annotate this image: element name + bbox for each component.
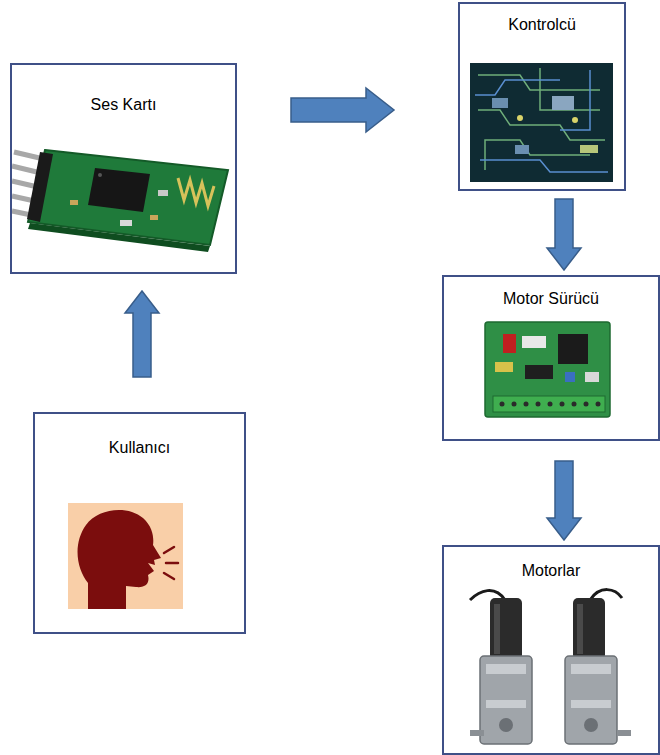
controller-pcb-picture-part-part <box>480 160 608 172</box>
motor-driver-picture-part <box>485 322 610 417</box>
process-box: Ses Kartı <box>10 63 237 274</box>
motors-picture-part <box>486 664 526 674</box>
block-arrow <box>291 88 394 132</box>
motor-driver-picture-part-part <box>548 402 553 407</box>
box-title: Motorlar <box>522 561 581 580</box>
box-title: Kontrolcü <box>508 15 576 34</box>
controller-pcb-picture-part <box>475 70 608 172</box>
block-arrow <box>125 291 159 377</box>
motor-driver-picture-part <box>500 402 601 407</box>
motors-picture-part <box>577 604 583 654</box>
motors-picture-part <box>584 718 598 732</box>
controller-pcb-picture-part <box>572 117 578 123</box>
motor-driver-picture-part-part <box>596 402 601 407</box>
motor-driver-picture-part-part <box>536 402 541 407</box>
sound-module-picture-part <box>120 220 132 226</box>
controller-pcb-picture-part-part <box>475 80 560 95</box>
motors-picture-part <box>480 656 532 744</box>
motors-picture-part <box>617 730 631 736</box>
motor-driver-picture-part <box>522 336 546 348</box>
controller-pcb-picture-part <box>470 63 613 182</box>
controller-pcb-picture-part-part <box>478 75 600 90</box>
motor-driver-picture-part <box>503 334 516 353</box>
motors-picture-part <box>571 664 611 674</box>
motor-driver-picture-part <box>495 362 513 372</box>
motors-picture-part <box>565 656 617 744</box>
speaking-head-icon-part <box>68 503 183 609</box>
sound-module-picture-part <box>98 173 102 177</box>
motor-driver-picture-part <box>493 396 605 412</box>
speaking-head-icon-part <box>78 510 161 609</box>
box-title: Motor Sürücü <box>503 289 599 308</box>
sound-module-picture <box>12 150 228 252</box>
box-title: Kullanıcı <box>109 438 170 457</box>
sound-module-picture-part <box>27 152 53 222</box>
speaking-head-icon-part <box>164 547 178 579</box>
motor-driver-picture-part-part <box>524 402 529 407</box>
sound-module-picture-part <box>178 178 214 206</box>
controller-pcb-picture <box>470 63 613 182</box>
speaking-head-icon-part-part <box>164 547 174 553</box>
box-title: Ses Kartı <box>91 95 157 114</box>
process-box: Motor Sürücü <box>442 275 660 441</box>
controller-pcb-picture-part-part <box>485 140 590 170</box>
motor-driver-picture-part-part <box>512 402 517 407</box>
motors-picture-part <box>499 718 513 732</box>
controller-pcb-picture-part <box>517 115 523 121</box>
motor-driver-picture-part <box>525 365 553 379</box>
motors-picture-part <box>571 700 611 708</box>
motor-driver-picture-part-part <box>572 402 577 407</box>
sound-module-picture-part <box>28 223 210 252</box>
motor-driver-picture-part <box>558 334 588 364</box>
sound-module-picture-part <box>158 190 168 196</box>
controller-pcb-picture-part <box>478 68 605 170</box>
motors-picture <box>470 590 631 744</box>
sound-module-picture-part <box>150 215 158 220</box>
process-box: Kullanıcı <box>33 412 246 634</box>
process-box: Kontrolcü <box>458 2 626 191</box>
block-arrow <box>547 461 581 540</box>
motors-picture-part <box>573 598 605 660</box>
motor-driver-picture-part <box>565 372 575 382</box>
motor-driver-picture-part-part <box>560 402 565 407</box>
controller-pcb-picture-part <box>580 145 598 153</box>
process-box: Motorlar <box>442 545 660 755</box>
speaking-head-icon <box>68 503 183 609</box>
motor-driver-picture-part-part <box>500 402 505 407</box>
motor-driver-picture-part <box>585 372 599 382</box>
speaking-head-icon-part-part <box>166 562 178 565</box>
controller-pcb-picture-part <box>515 145 529 154</box>
motor-driver-picture <box>485 322 610 417</box>
sound-module-picture-part <box>70 200 78 205</box>
motors-picture-part <box>494 604 500 654</box>
controller-pcb-picture-part <box>492 98 508 108</box>
controller-pcb-picture-part <box>552 96 574 110</box>
controller-pcb-picture-part-part <box>540 68 600 110</box>
motor-driver-picture-part-part <box>584 402 589 407</box>
motors-picture-part <box>470 730 484 736</box>
block-arrow <box>547 199 581 270</box>
motors-picture-part <box>486 700 526 708</box>
speaking-head-icon-part-part <box>164 573 174 579</box>
sound-module-picture-part <box>88 168 150 212</box>
motors-picture-part <box>490 598 522 660</box>
controller-pcb-picture-part-part <box>478 110 605 140</box>
